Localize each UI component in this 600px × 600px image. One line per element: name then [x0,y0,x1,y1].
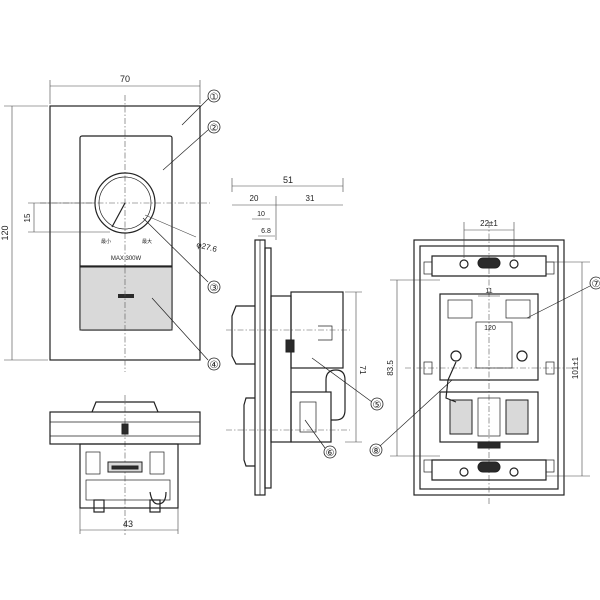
side-rear-dim: 31 [306,194,315,203]
bottom-view: 43 [49,395,201,535]
front-height-dim: 120 [0,225,10,240]
callout-3: ③ [210,283,219,294]
module-label: 120 [484,325,496,332]
rear-pitch-dim: 22±1 [480,219,498,228]
callout-5: ⑤ [373,400,382,411]
side-body-dim: 71 [358,366,367,375]
label-max: 最大 [142,238,152,245]
side-view: 51 20 31 10 6.8 71 [226,175,384,496]
rear-dimmer-module [439,293,539,381]
dimmer-knob [94,172,156,234]
callout-7: ⑦ [592,279,600,290]
front-width-dim: 70 [120,74,130,84]
knob-offset-dim: 15 [23,213,32,222]
callout-2: ② [210,123,219,134]
rear-mount-dim: 83.5 [386,360,395,376]
rear-view: 120 22±1 11 83.5 101±1 ⑦ ⑧ [369,219,600,505]
pilot-lamp [118,294,134,298]
bottom-width-dim: 43 [123,519,133,529]
side-front-dim: 20 [250,194,259,203]
callout-4: ④ [210,360,219,371]
callout-6: ⑥ [326,448,335,459]
label-rating: MAX 300W [111,256,142,262]
callout-8: ⑧ [372,446,381,457]
rear-overall-dim: 101±1 [571,356,580,379]
side-plate-dim: 10 [257,211,265,218]
callout-1: ① [210,92,219,103]
side-frame-dim: 6.8 [261,228,271,235]
label-min: 最小 [101,238,111,245]
knob-hole-dim: φ27.6 [196,240,219,254]
side-total-dim: 51 [283,175,293,185]
front-view: 70 120 15 最小 最大 MAX 300W φ27.6 [0,74,221,372]
rear-slot-dim: 11 [485,288,492,295]
